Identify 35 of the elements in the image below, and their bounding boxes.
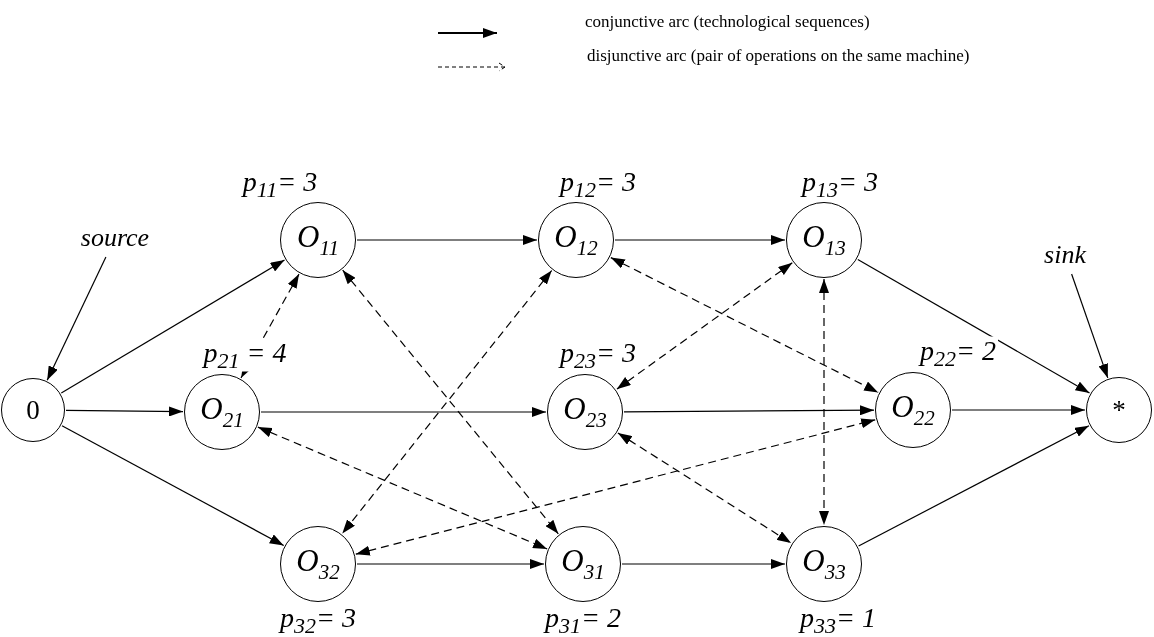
- disjunctive-arc: [616, 262, 793, 390]
- operation-node: *: [1086, 377, 1152, 443]
- disjunctive-arc: [610, 257, 879, 393]
- conjunctive-arc: [60, 259, 286, 394]
- leader-arrow: [46, 256, 107, 381]
- conjunctive-arc: [858, 425, 1090, 547]
- conjunctive-arc: [623, 405, 875, 416]
- operation-node: O$_{21}$: [184, 374, 260, 450]
- disjunctive-arc: [819, 278, 829, 526]
- conjunctive-arc: [951, 405, 1086, 415]
- operation-node: O$_{23}$: [547, 374, 623, 450]
- conjunctive-arc: [614, 235, 786, 245]
- legend-text: conjunctive arc (technological sequences): [585, 12, 870, 32]
- conjunctive-arc: [857, 258, 1091, 394]
- conjunctive-arc: [61, 425, 285, 547]
- conjunctive-arc: [65, 406, 184, 417]
- conjunctive-arc: [356, 235, 538, 245]
- leader-arrow: [1071, 273, 1109, 379]
- operation-node: O$_{12}$: [538, 202, 614, 278]
- operation-node: 0: [1, 378, 65, 442]
- node-label: source: [73, 223, 157, 253]
- disjunctive-arc: [617, 432, 792, 544]
- conjunctive-arc: [260, 407, 547, 417]
- conjunctive-arc: [356, 559, 545, 569]
- operation-node: O$_{22}$: [875, 372, 951, 448]
- node-label: sink: [1039, 240, 1091, 270]
- disjunctive-arc: [257, 426, 548, 550]
- legend-text: disjunctive arc (pair of operations on the same machine): [587, 46, 970, 66]
- operation-node: O$_{11}$: [280, 202, 356, 278]
- disjunctive-arc: [355, 418, 876, 556]
- operation-node: O$_{13}$: [786, 202, 862, 278]
- operation-node: O$_{32}$: [280, 526, 356, 602]
- operation-node: O$_{31}$: [545, 526, 621, 602]
- conjunctive-arc: [621, 559, 786, 569]
- operation-node: O$_{33}$: [786, 526, 862, 602]
